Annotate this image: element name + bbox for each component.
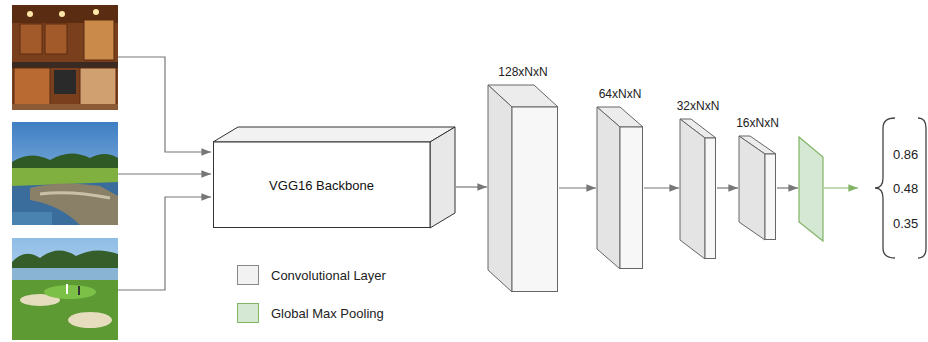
legend-label: Global Max Pooling xyxy=(271,306,384,321)
box-label: VGG16 Backbone xyxy=(269,178,374,193)
conv-layer-block: 32xNxN xyxy=(680,119,716,259)
layer-shape xyxy=(488,85,558,292)
legend-swatch xyxy=(237,303,259,323)
legend-row: Convolutional Layer xyxy=(237,265,386,285)
block-front xyxy=(765,154,776,240)
flow-arrow xyxy=(559,187,596,188)
output-score-slot: 0.86 xyxy=(893,145,918,163)
box-top xyxy=(213,127,455,142)
block-front xyxy=(705,138,716,259)
output-score-slot: 0.48 xyxy=(893,179,918,197)
layer-size-label: 64xNxN xyxy=(599,87,642,101)
conv-layer-block: 16xNxN xyxy=(739,136,776,240)
layer-shape xyxy=(680,119,716,259)
flow-arrow xyxy=(717,187,738,188)
block-side xyxy=(488,85,512,292)
box-side xyxy=(430,127,455,228)
legend-swatch xyxy=(237,265,259,285)
block-side xyxy=(739,136,765,240)
output-score: 0.48 xyxy=(893,181,918,196)
block-front xyxy=(620,127,643,269)
output-bracket xyxy=(918,118,926,258)
box-front xyxy=(214,142,431,228)
conv-layer-block: 128xNxN xyxy=(488,85,558,292)
golf-lake-photo xyxy=(12,122,118,225)
legend-label: Convolutional Layer xyxy=(271,268,386,283)
input-line xyxy=(118,57,211,152)
input-line xyxy=(118,197,211,290)
block-side xyxy=(680,119,705,259)
conv-layer-block: 64xNxN xyxy=(597,107,643,269)
pool-line xyxy=(777,187,798,188)
flow-arrow xyxy=(456,186,487,187)
kitchen-photo xyxy=(12,5,118,110)
flow-arrow xyxy=(644,187,679,188)
output-score: 0.35 xyxy=(893,216,918,231)
output-score: 0.86 xyxy=(893,147,918,162)
legend-row: Global Max Pooling xyxy=(237,303,384,323)
layer-size-label: 128xNxN xyxy=(498,65,547,79)
pooling-plane xyxy=(799,137,823,241)
backbone-box: VGG16 Backbone xyxy=(213,127,455,228)
layer-shape xyxy=(739,136,776,240)
golf-course-photo xyxy=(12,238,118,340)
layer-size-label: 16xNxN xyxy=(736,116,779,130)
layer-shape xyxy=(597,107,643,269)
layer-size-label: 32xNxN xyxy=(677,99,720,113)
block-side xyxy=(597,107,620,269)
block-front xyxy=(512,107,558,292)
input-line xyxy=(118,173,211,174)
output-score-slot: 0.35 xyxy=(893,214,918,232)
output-bracket xyxy=(875,118,895,258)
output-line xyxy=(824,187,858,188)
